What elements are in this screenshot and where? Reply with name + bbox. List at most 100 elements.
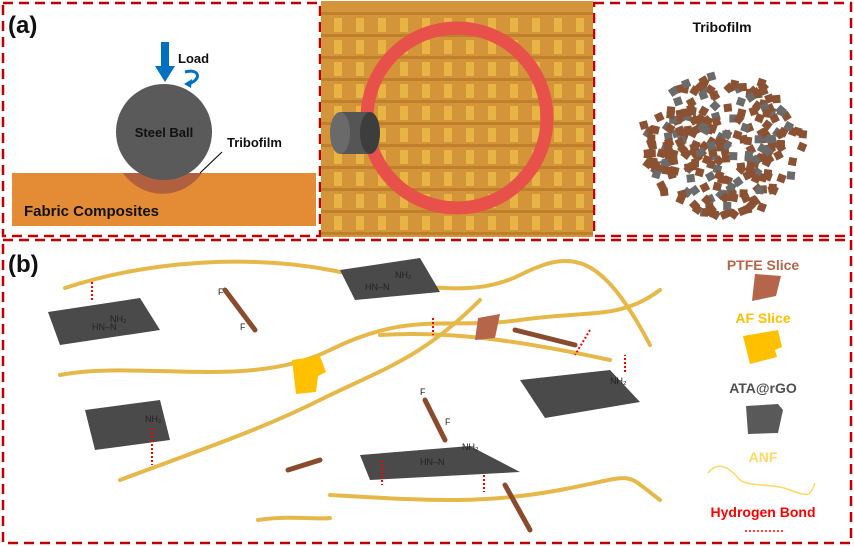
fabric-wear-image	[321, 1, 593, 237]
weave-tuft	[532, 194, 540, 208]
tribofilm-flake	[689, 162, 698, 171]
tribofilm-flake	[639, 120, 649, 131]
weave-tuft	[356, 150, 364, 164]
tribofilm-flake	[796, 141, 808, 153]
tribofilm-flake	[654, 111, 665, 123]
weave-tuft	[378, 84, 386, 98]
nh2-label: NH₂	[145, 414, 162, 424]
anf-fiber	[378, 332, 612, 362]
weave-tuft	[510, 216, 518, 230]
weave-tuft	[488, 150, 496, 164]
weave-tuft	[334, 172, 342, 186]
tribofilm-flake	[686, 173, 696, 183]
tribofilm-flake	[775, 128, 787, 140]
weave-line	[321, 78, 593, 81]
weave-tuft	[554, 150, 562, 164]
tribofilm-flake	[680, 148, 692, 160]
weave-tuft	[510, 150, 518, 164]
legend-ptfe-swatch	[752, 274, 781, 301]
tribofilm-flake	[709, 90, 719, 100]
weave-tuft	[378, 172, 386, 186]
weave-tuft	[422, 128, 430, 142]
tribofilm-flake	[694, 167, 705, 178]
ptfe-slice	[285, 457, 323, 473]
weave-tuft	[356, 18, 364, 32]
f-label: F	[420, 387, 426, 397]
weave-line	[321, 188, 593, 191]
tribofilm-flake	[728, 208, 740, 220]
nh2-label: NH₂	[395, 270, 412, 280]
weave-tuft	[488, 18, 496, 32]
weave-tuft	[554, 62, 562, 76]
tribofilm-flake	[740, 122, 751, 133]
tribofilm-flake	[787, 156, 798, 167]
weave-tuft	[576, 128, 584, 142]
legend-ptfe-label: PTFE Slice	[727, 257, 800, 273]
legend-anf-label: ANF	[749, 449, 778, 465]
weave-tuft	[334, 40, 342, 54]
legend-rgo-swatch	[746, 404, 783, 434]
weave-tuft	[356, 194, 364, 208]
tribofilm-pointer-arrow	[199, 151, 223, 174]
tribofilm-flake	[798, 129, 808, 139]
weave-tuft	[444, 62, 452, 76]
hydrogen-bonds	[91, 282, 626, 492]
tribofilm-flake	[758, 126, 770, 139]
tribofilm-flake	[744, 150, 754, 160]
panel-a-right-frame	[592, 1, 853, 238]
weave-tuft	[488, 62, 496, 76]
nh2-label: NH₂	[462, 442, 479, 452]
tribofilm-flake	[651, 169, 662, 180]
legend-af-swatch	[743, 330, 782, 364]
weave-tuft	[444, 40, 452, 54]
tribofilm-flake	[719, 209, 730, 220]
tribofilm-flake	[763, 168, 773, 178]
weave-tuft	[554, 40, 562, 54]
weave-tuft	[422, 216, 430, 230]
tribofilm-flake	[704, 170, 716, 182]
tribofilm-title: Tribofilm	[692, 19, 751, 35]
tribofilm-flake	[675, 194, 686, 205]
weave-tuft	[510, 84, 518, 98]
ptfe-slices	[222, 287, 578, 533]
ptfe-slice	[422, 397, 448, 443]
weave-tuft	[532, 40, 540, 54]
tribofilm-flake	[694, 80, 707, 93]
weave-tuft	[532, 172, 540, 186]
weave-tuft	[466, 106, 474, 120]
tribofilm-flake	[663, 143, 673, 152]
weave-tuft	[488, 172, 496, 186]
chem-labels: NH₂ HN–N NH₂ HN–N NH₂ NH₂ NH₂ HN–N F F F…	[92, 270, 627, 467]
weave-tuft	[400, 128, 408, 142]
weave-tuft	[334, 62, 342, 76]
weave-tuft	[422, 40, 430, 54]
tribofilm-flake	[643, 148, 653, 158]
load-arrow-icon	[155, 42, 175, 82]
rgo-sheets	[48, 258, 640, 480]
weave-tuft	[466, 84, 474, 98]
rgo-sheet	[360, 446, 520, 480]
tribofilm-flake	[754, 135, 763, 144]
tribofilm-flake	[755, 185, 765, 195]
tribofilm-flake	[738, 82, 748, 92]
weave-tuft	[466, 172, 474, 186]
anf-fiber	[118, 298, 482, 482]
legend: PTFE Slice AF Slice ATA@rGO ANF Hydrogen…	[707, 257, 816, 532]
tribofilm-flake	[750, 173, 762, 184]
weave-tuft	[510, 106, 518, 120]
weave-tuft	[378, 106, 386, 120]
weave-tuft	[444, 84, 452, 98]
tribofilm-flake	[745, 91, 757, 103]
tribofilm-flake	[674, 137, 686, 148]
legend-af-label: AF Slice	[735, 310, 790, 326]
weave-line	[321, 232, 593, 235]
tribofilm-flake	[712, 181, 723, 192]
tribofilm-flake	[706, 159, 717, 170]
panel-b-frame	[1, 238, 853, 545]
weave-tuft	[576, 194, 584, 208]
tribofilm-layer	[123, 173, 202, 194]
weave-tuft	[444, 106, 452, 120]
hn-label: HN–N	[365, 282, 390, 292]
weave-tuft	[466, 128, 474, 142]
